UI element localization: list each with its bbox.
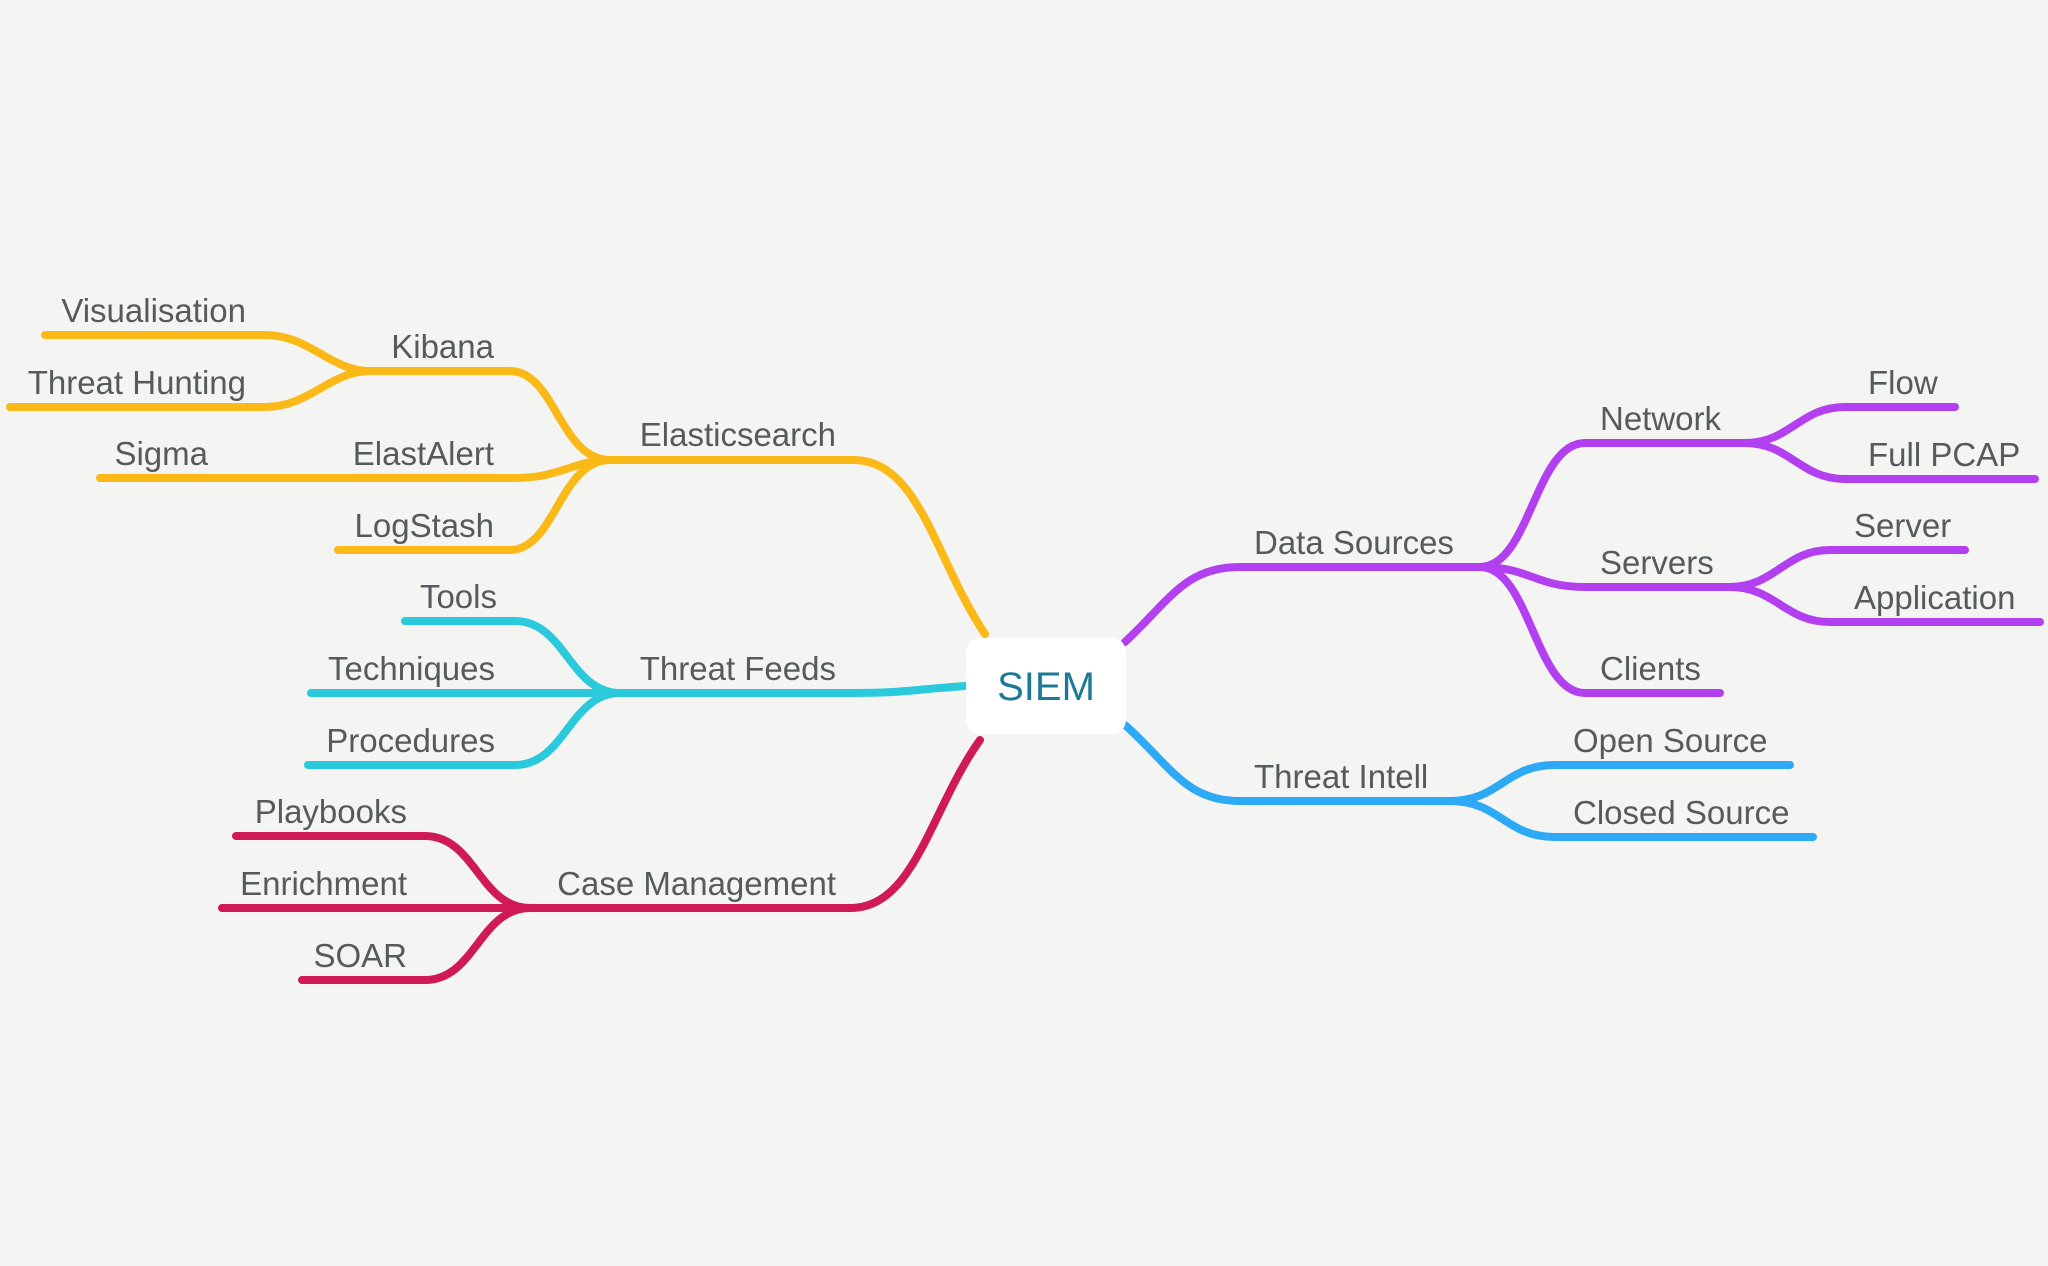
connector-elasticsearch-kibana	[366, 367, 614, 464]
connector-data-sources-network	[1476, 439, 1749, 571]
connector-root-elasticsearch	[606, 456, 989, 638]
node-full-pcap[interactable]: Full PCAP	[1868, 436, 2020, 473]
node-data-sources[interactable]: Data Sources	[1254, 524, 1454, 561]
branch-data-sources	[1121, 403, 2044, 697]
node-servers[interactable]: Servers	[1600, 544, 1714, 581]
branch-case-management	[218, 736, 984, 984]
connector-elasticsearch-logstash	[334, 456, 614, 554]
node-playbooks[interactable]: Playbooks	[255, 793, 407, 830]
node-procedures[interactable]: Procedures	[326, 722, 495, 759]
connector-data-sources-clients	[1476, 563, 1724, 697]
connector-case-management-soar	[298, 904, 534, 984]
node-threat-feeds[interactable]: Threat Feeds	[640, 650, 836, 687]
node-kibana[interactable]: Kibana	[391, 328, 494, 365]
connector-root-threat-feeds	[616, 682, 969, 697]
connector-threat-feeds-procedures	[304, 689, 624, 769]
node-techniques[interactable]: Techniques	[328, 650, 495, 687]
node-case-management[interactable]: Case Management	[557, 865, 836, 902]
branch-elasticsearch	[6, 331, 989, 638]
node-threat-hunting[interactable]: Threat Hunting	[28, 364, 246, 401]
node-sigma[interactable]: Sigma	[114, 435, 208, 472]
node-open-source[interactable]: Open Source	[1573, 722, 1767, 759]
connector-kibana-threat-hunting	[6, 367, 374, 411]
node-server[interactable]: Server	[1854, 507, 1951, 544]
node-enrichment[interactable]: Enrichment	[240, 865, 407, 902]
root-node-box	[966, 638, 1126, 734]
node-flow[interactable]: Flow	[1868, 364, 1938, 401]
connector-root-case-management	[526, 736, 984, 912]
connector-servers-application	[1726, 583, 2044, 626]
connector-root-threat-intell	[1121, 721, 1454, 805]
node-tools[interactable]: Tools	[420, 578, 497, 615]
root-node-label: SIEM	[997, 665, 1095, 709]
branch-threat-feeds	[304, 617, 969, 769]
node-logstash[interactable]: LogStash	[355, 507, 494, 544]
connector-threat-intell-closed-source	[1446, 797, 1817, 841]
connector-network-full-pcap	[1741, 439, 2039, 483]
node-visualisation[interactable]: Visualisation	[61, 292, 246, 329]
node-soar[interactable]: SOAR	[313, 937, 407, 974]
branch-threat-intell	[1121, 721, 1817, 841]
node-application[interactable]: Application	[1854, 579, 2015, 616]
node-threat-intell[interactable]: Threat Intell	[1254, 758, 1428, 795]
node-elasticsearch[interactable]: Elasticsearch	[640, 416, 836, 453]
connector-root-data-sources	[1121, 563, 1484, 646]
node-clients[interactable]: Clients	[1600, 650, 1701, 687]
node-closed-source[interactable]: Closed Source	[1573, 794, 1789, 831]
node-network[interactable]: Network	[1600, 400, 1722, 437]
node-elastalert[interactable]: ElastAlert	[353, 435, 494, 472]
root-node[interactable]: SIEM	[966, 638, 1126, 734]
